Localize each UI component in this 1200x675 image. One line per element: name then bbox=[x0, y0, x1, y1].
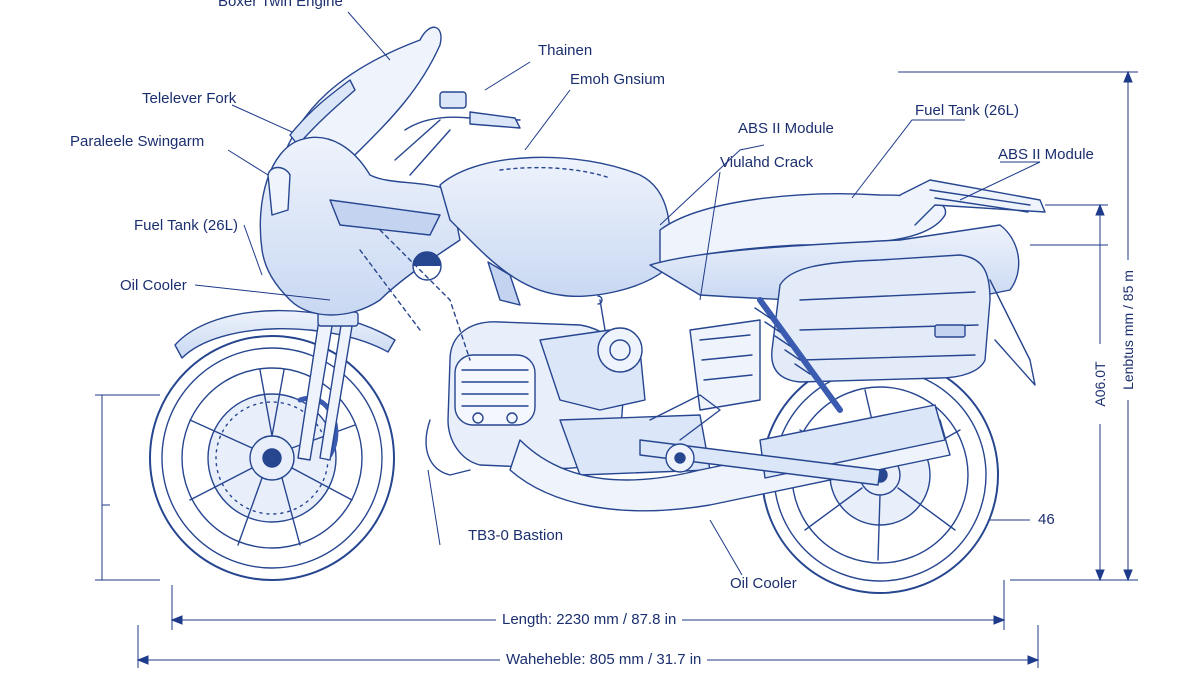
label-oil-cooler-bottom: Oil Cooler bbox=[730, 575, 797, 592]
dimension-length: Length: 2230 mm / 87.8 in bbox=[496, 611, 683, 629]
label-abs-module-center: ABS II Module bbox=[738, 120, 834, 137]
label-fuel-tank-left: Fuel Tank (26L) bbox=[134, 217, 238, 234]
leader-lines bbox=[194, 11, 1041, 576]
label-oil-cooler-left: Oil Cooler bbox=[120, 277, 187, 294]
label-thainen: Thainen bbox=[538, 42, 593, 59]
label-boxer-twin-engine: Boxer Twin Engine bbox=[218, 0, 343, 10]
label-emoh-gnsium: Emoh Gnsium bbox=[570, 71, 666, 88]
front-fender bbox=[174, 309, 396, 359]
dimension-wheelbase: Waheheble: 805 mm / 31.7 in bbox=[500, 651, 708, 669]
pannier bbox=[771, 254, 991, 383]
label-viulahd-crack: Viulahd Crack bbox=[720, 154, 814, 171]
label-fuel-tank-right: Fuel Tank (26L) bbox=[915, 102, 1019, 119]
fuel-tank bbox=[439, 156, 671, 297]
swingarm bbox=[639, 439, 881, 486]
handlebar bbox=[394, 91, 521, 176]
boxer-engine bbox=[447, 295, 761, 476]
label-abs-module-right: ABS II Module bbox=[998, 146, 1094, 163]
label-telelever-fork: Telelever Fork bbox=[142, 90, 237, 107]
front-wheel bbox=[149, 335, 395, 581]
label-tb3-bastion: TB3-0 Bastion bbox=[468, 527, 564, 544]
luggage-rack bbox=[899, 179, 1046, 226]
dimension-height-inner: A06.0T bbox=[1092, 344, 1108, 424]
label-paraleele-swingarm: Paraleele Swingarm bbox=[70, 133, 205, 150]
dimension-small-value: 46 bbox=[1038, 511, 1055, 528]
dimension-height-outer: Lenbtus mm / 85 m bbox=[1120, 260, 1136, 400]
